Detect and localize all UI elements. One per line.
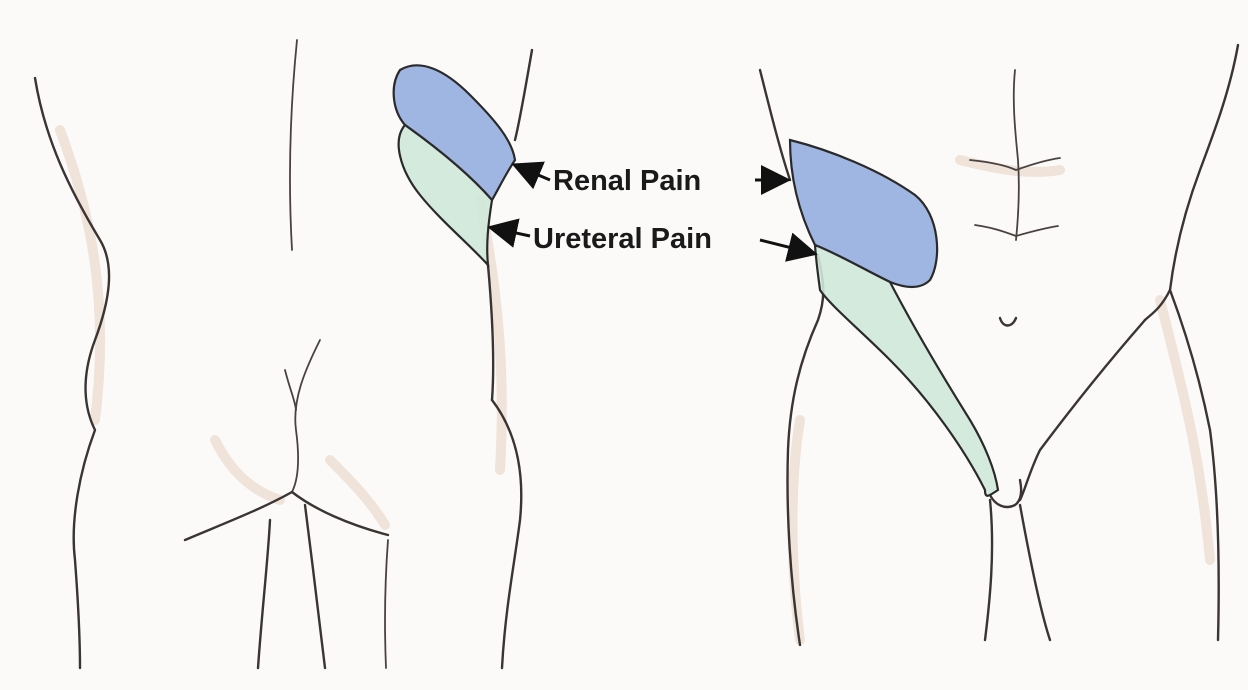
gluteal-folds bbox=[185, 492, 388, 540]
ureteral-arrow-left bbox=[493, 228, 530, 236]
front-right-inner-thigh bbox=[1020, 505, 1050, 640]
renal-arrow-left bbox=[517, 166, 550, 180]
front-right-shading bbox=[1160, 300, 1210, 560]
anterior-view-figure bbox=[760, 45, 1238, 645]
spine-line bbox=[290, 40, 297, 250]
anterior-renal-zone bbox=[790, 140, 937, 287]
right-inguinal-line bbox=[1020, 320, 1145, 500]
right-inner-thigh bbox=[305, 505, 325, 668]
back-right-upper-contour bbox=[515, 50, 532, 140]
ureteral-pain-label: Ureteral Pain bbox=[533, 223, 712, 255]
front-left-upper-contour bbox=[760, 70, 790, 180]
right-buttock-shading bbox=[330, 460, 385, 525]
annotations: Renal Pain Ureteral Pain bbox=[493, 165, 812, 255]
front-left-inner-thigh bbox=[985, 500, 992, 640]
right-thigh-shadow bbox=[385, 540, 388, 668]
navel bbox=[1000, 318, 1016, 326]
gluteal-cleft bbox=[292, 340, 320, 492]
front-right-upper-contour bbox=[1145, 45, 1238, 320]
left-inner-thigh bbox=[258, 520, 270, 668]
sacral-line bbox=[285, 370, 296, 410]
left-buttock-shading bbox=[215, 440, 280, 500]
linea-alba bbox=[1014, 70, 1019, 240]
back-left-shading bbox=[60, 130, 100, 420]
posterior-view-figure bbox=[35, 40, 532, 668]
ureteral-arrow-right bbox=[760, 240, 812, 253]
renal-pain-label: Renal Pain bbox=[553, 165, 701, 197]
